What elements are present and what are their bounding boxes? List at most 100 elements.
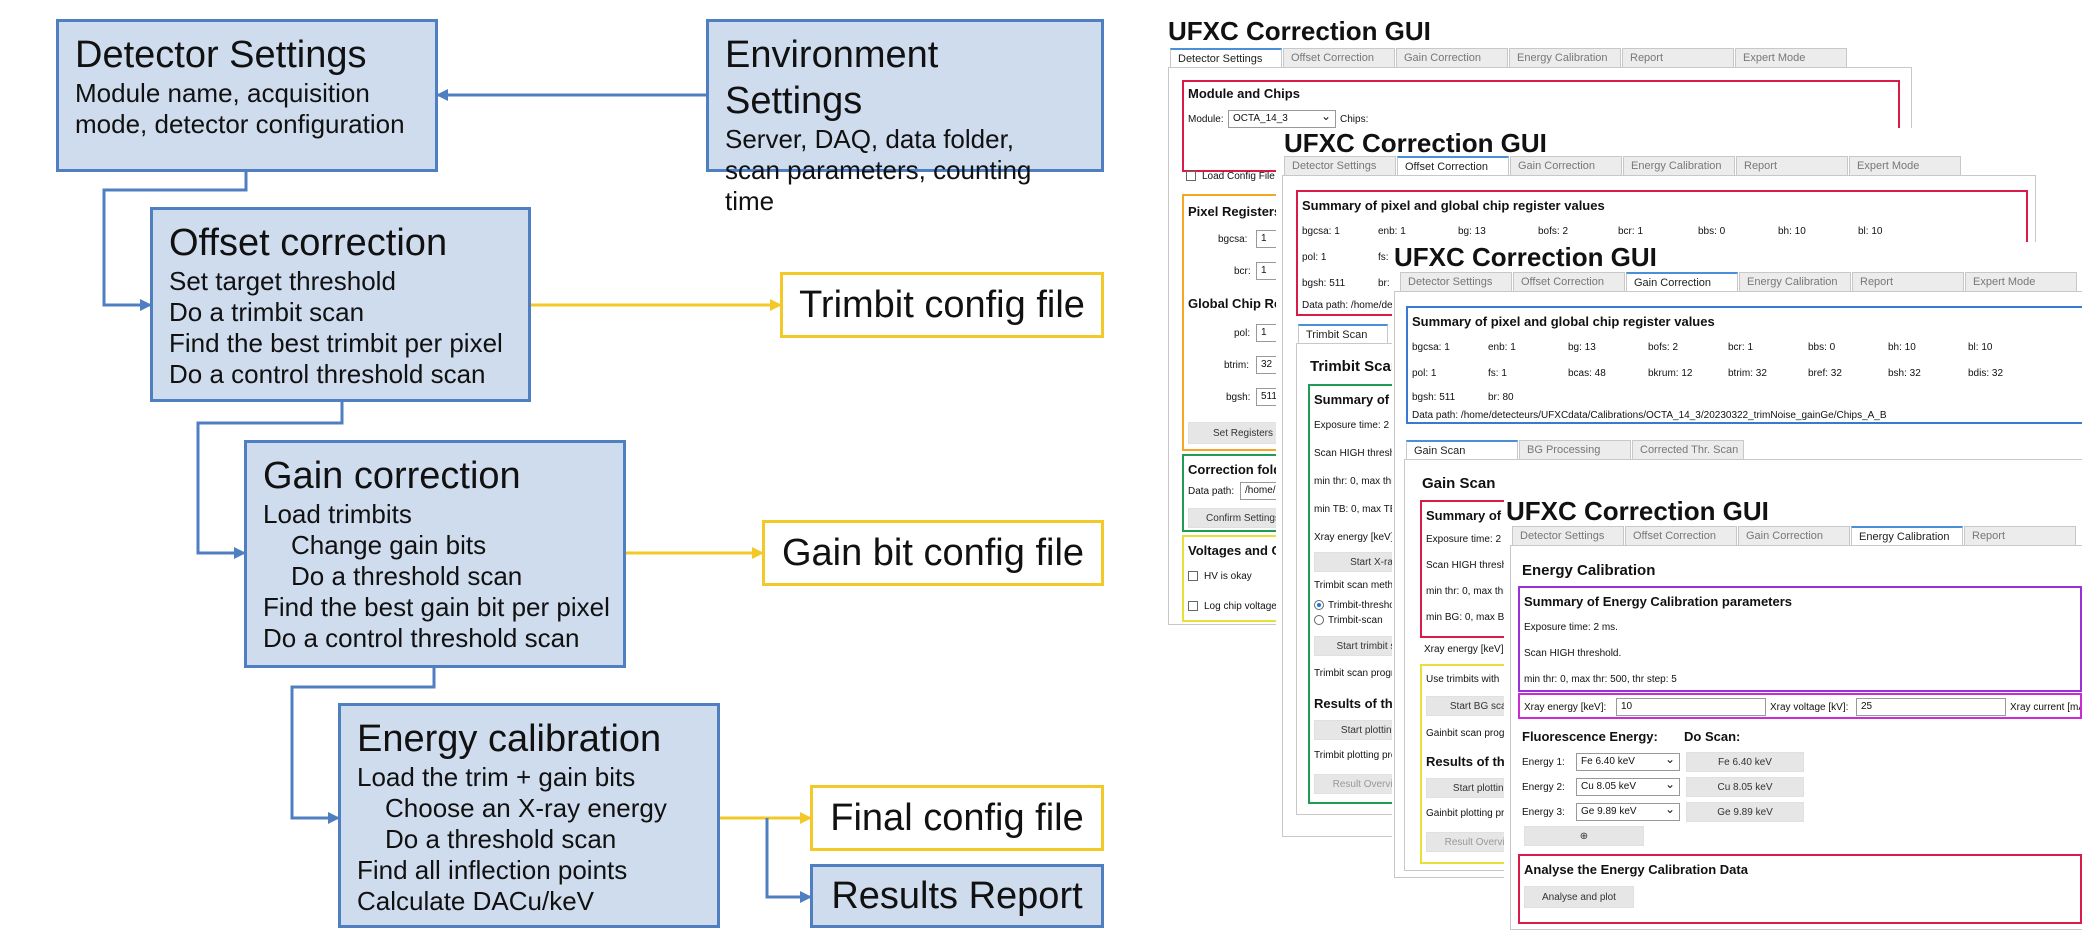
confirm-settings-button[interactable]: Confirm Settings — [1188, 508, 1298, 528]
tab-offset-correction[interactable]: Offset Correction — [1283, 48, 1395, 68]
energy-calibration-box: Energy calibration Load the trim + gain … — [338, 703, 720, 928]
tab-report[interactable]: Report — [1622, 48, 1734, 68]
xray-energy-label: Xray energy [keV]: — [1314, 532, 1397, 543]
box-title: Offset correction — [169, 222, 448, 264]
reg-value: bgsh: 511 — [1302, 278, 1346, 289]
app-title: UFXC Correction GUI — [1168, 16, 1431, 46]
reg-value: btrim: 32 — [1728, 368, 1767, 379]
arrow-detector-to-offset — [102, 172, 248, 311]
tab-energy-calibration[interactable]: Energy Calibration — [1739, 272, 1851, 292]
reg-value: bh: 10 — [1888, 342, 1916, 353]
box-line: Do a threshold scan — [291, 561, 523, 591]
xray-current-label: Xray current [mA]: — [2010, 702, 2080, 713]
module-select[interactable]: OCTA_14_3 — [1228, 109, 1336, 128]
set-registers-button[interactable]: Set Registers — [1188, 422, 1298, 444]
radio-trimbit-scan-label: Trimbit-scan — [1328, 615, 1383, 626]
reg-value: enb: 1 — [1488, 342, 1516, 353]
exposure-text: Exposure time: 2 ms. — [1314, 420, 1408, 431]
data-path-label: Data path: — [1188, 486, 1235, 497]
tab-detector-settings[interactable]: Detector Settings — [1512, 526, 1624, 546]
tab-report[interactable]: Report — [1736, 156, 1848, 176]
log-chip-checkbox[interactable] — [1188, 601, 1198, 611]
tab-gain-correction[interactable]: Gain Correction — [1510, 156, 1622, 176]
energy-2-select[interactable]: Cu 8.05 keV — [1576, 777, 1680, 796]
reg-value: bg: 13 — [1458, 226, 1486, 237]
xray-voltage-input[interactable]: 25 — [1856, 698, 2006, 716]
min-thr-text: min thr: 0, max thr: 500, thr step: 5 — [1524, 674, 1677, 685]
load-config-checkbox[interactable] — [1186, 171, 1196, 181]
group-header: Analyse the Energy Calibration Data — [1524, 862, 1748, 877]
subtab-bg-processing[interactable]: BG Processing — [1519, 440, 1631, 460]
box-line: Find the best trimbit per pixel — [169, 328, 503, 358]
tab-detector-settings[interactable]: Detector Settings — [1400, 272, 1512, 292]
tab-detector-settings[interactable]: Detector Settings — [1284, 156, 1396, 176]
analyse-plot-button[interactable]: Analyse and plot — [1524, 886, 1634, 908]
energy-3-select[interactable]: Ge 9.89 keV — [1576, 802, 1680, 821]
tab-energy-calibration[interactable]: Energy Calibration — [1851, 526, 1963, 546]
tab-detector-settings[interactable]: Detector Settings — [1170, 48, 1282, 68]
reg-value: bsh: 32 — [1888, 368, 1921, 379]
offset-correction-box: Offset correction Set target threshold D… — [150, 207, 531, 402]
min-thr-text: min thr: 0, max thr: 500 — [1426, 586, 1529, 597]
tab-offset-correction[interactable]: Offset Correction — [1625, 526, 1737, 546]
box-line: Change gain bits — [291, 530, 487, 560]
bgsh-label: bgsh: — [1226, 392, 1251, 403]
subtab-corrected-thr-scan[interactable]: Corrected Thr. Scan — [1632, 440, 1744, 460]
tab-gain-correction[interactable]: Gain Correction — [1396, 48, 1508, 68]
reg-value: bl: 10 — [1858, 226, 1883, 237]
box-line: Server, DAQ, data folder, — [725, 124, 1015, 154]
scan-cu-button[interactable]: Cu 8.05 keV — [1686, 777, 1804, 797]
tab-energy-calibration[interactable]: Energy Calibration — [1509, 48, 1621, 68]
box-line: Load the trim + gain bits — [357, 762, 636, 792]
section-title: Gain Scan — [1422, 475, 1496, 492]
load-config-label: Load Config File — [1202, 171, 1275, 182]
radio-trimbit-threshold[interactable] — [1314, 600, 1324, 610]
box-line: Module name, acquisition — [75, 78, 370, 108]
box-title: Gain correction — [263, 455, 521, 497]
bgcsa-label: bgcsa: — [1218, 234, 1248, 245]
reg-value: bh: 10 — [1778, 226, 1806, 237]
reg-value: br: 80 — [1378, 278, 1404, 289]
gui-window-energy-calibration: UFXC Correction GUI Detector Settings Of… — [1504, 496, 2082, 930]
scan-high-text: Scan HIGH threshold. — [1524, 648, 1622, 659]
energy-1-select[interactable]: Fe 6.40 keV — [1576, 752, 1680, 771]
box-line: Calculate DACu/keV — [357, 886, 594, 916]
data-path: Data path: /home/detecteurs/UFXCdata — [1302, 300, 1478, 311]
subtab-gain-scan[interactable]: Gain Scan — [1406, 440, 1518, 460]
tab-gain-correction[interactable]: Gain Correction — [1738, 526, 1850, 546]
tab-offset-correction[interactable]: Offset Correction — [1513, 272, 1625, 292]
section-title: Trimbit Scan — [1310, 358, 1401, 375]
box-line: Set target threshold — [169, 266, 396, 296]
box-title: Energy calibration — [357, 718, 662, 760]
tab-gain-correction[interactable]: Gain Correction — [1626, 272, 1738, 292]
reg-value: bbs: 0 — [1698, 226, 1726, 237]
app-title: UFXC Correction GUI — [1284, 128, 1547, 158]
arrow-offset-to-gain — [196, 402, 344, 559]
box-line: Do a control threshold scan — [263, 623, 580, 653]
tab-energy-calibration[interactable]: Energy Calibration — [1623, 156, 1735, 176]
tab-report[interactable]: Report — [1964, 526, 2076, 546]
scan-fe-button[interactable]: Fe 6.40 keV — [1686, 752, 1804, 772]
reg-value: bkrum: 12 — [1648, 368, 1693, 379]
box-line: Load trimbits — [263, 499, 412, 529]
register-summary-group: Summary of pixel and global chip registe… — [1406, 306, 2082, 424]
hv-checkbox[interactable] — [1188, 571, 1198, 581]
group-header: Correction folder — [1188, 462, 1294, 477]
min-bg-text: min BG: 0, max BG: 63 — [1426, 612, 1529, 623]
scan-ge-button[interactable]: Ge 9.89 keV — [1686, 802, 1804, 822]
xray-energy-input[interactable]: 10 — [1616, 698, 1766, 716]
box-line: mode, detector configuration — [75, 109, 405, 139]
tab-offset-correction[interactable]: Offset Correction — [1397, 156, 1509, 176]
log-chip-label: Log chip voltages — [1204, 601, 1282, 612]
tab-expert-mode[interactable]: Expert Mode — [1735, 48, 1847, 68]
tab-expert-mode[interactable]: Expert Mode — [1849, 156, 1961, 176]
reg-value: bgcsa: 1 — [1412, 342, 1450, 353]
radio-trimbit-scan[interactable] — [1314, 615, 1324, 625]
arrow-energy-to-report — [765, 818, 812, 903]
add-energy-button[interactable]: ⊕ — [1524, 826, 1644, 846]
subtab-bar: Trimbit Scan — [1298, 324, 1389, 344]
energy-2-label: Energy 2: — [1522, 782, 1565, 793]
tab-expert-mode[interactable]: Expert Mode — [1965, 272, 2077, 292]
subtab-trimbit-scan[interactable]: Trimbit Scan — [1298, 324, 1388, 344]
tab-report[interactable]: Report — [1852, 272, 1964, 292]
